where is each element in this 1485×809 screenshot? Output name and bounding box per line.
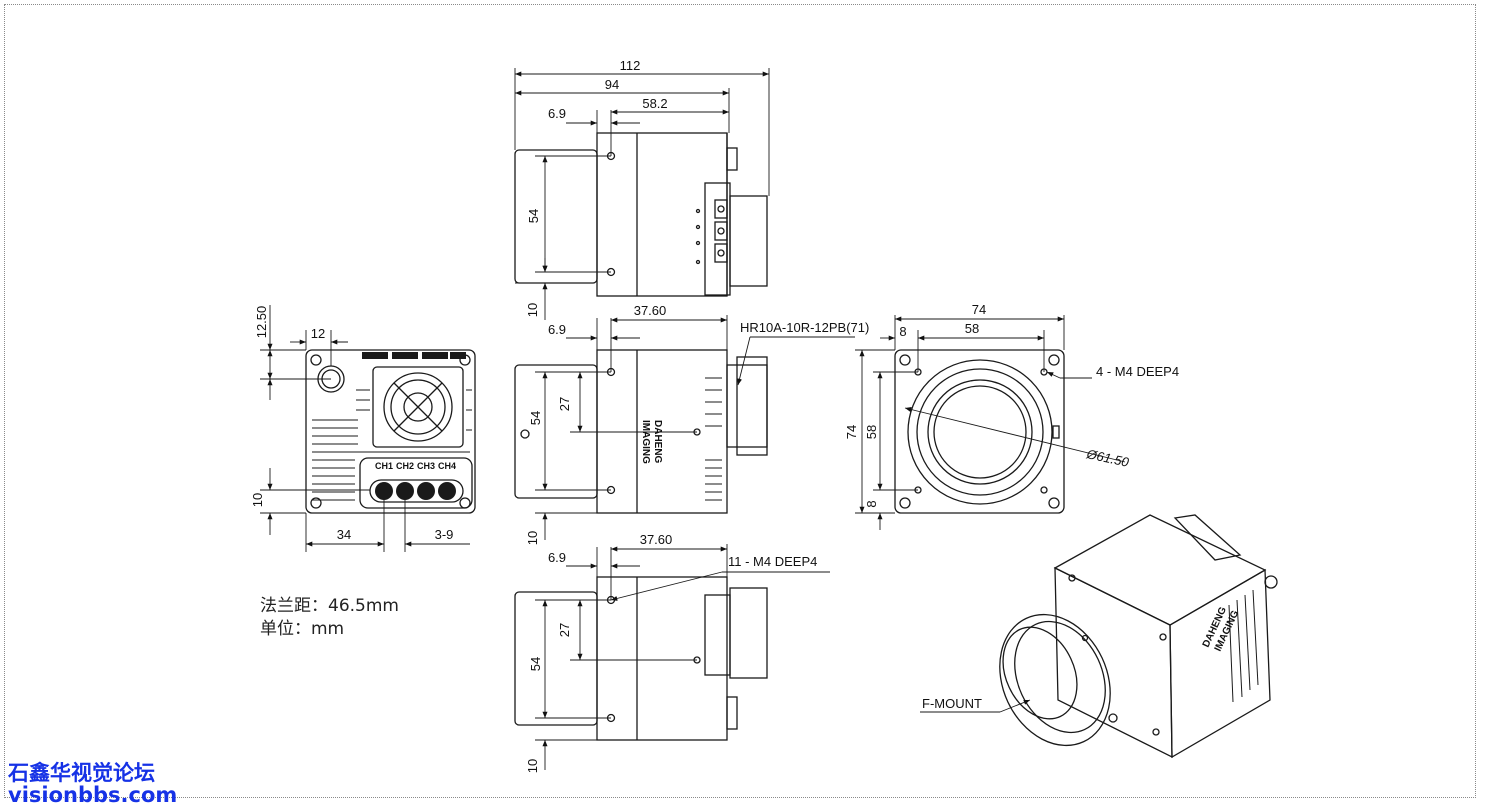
dim-34: 34 bbox=[337, 527, 351, 542]
dim-37-60: 37.60 bbox=[640, 532, 673, 547]
dim-74-height: 74 bbox=[844, 425, 859, 439]
dim-54: 54 bbox=[528, 657, 543, 671]
top-view bbox=[514, 68, 770, 320]
dim-12: 12 bbox=[311, 326, 325, 341]
front-view bbox=[855, 315, 1126, 530]
channel-label: CH2 bbox=[396, 461, 414, 471]
dim-10: 10 bbox=[525, 303, 540, 317]
isometric-view-labels: F-MOUNT DAHENG IMAGING bbox=[922, 605, 1241, 711]
dim-112: 112 bbox=[620, 58, 641, 73]
dim-8-height: 8 bbox=[864, 500, 879, 507]
isometric-view bbox=[920, 514, 1278, 759]
dim-10: 10 bbox=[525, 531, 540, 545]
bottom-view-labels: 37.60 6.9 11 - M4 DEEP4 54 27 10 bbox=[525, 532, 817, 773]
channel-label: CH1 bbox=[375, 461, 393, 471]
dim-58-width: 58 bbox=[965, 321, 979, 336]
dim-6-9: 6.9 bbox=[548, 106, 566, 121]
dim-54: 54 bbox=[528, 411, 543, 425]
channel-label: CH3 bbox=[417, 461, 435, 471]
dim-8-width: 8 bbox=[899, 324, 906, 339]
mount-label: F-MOUNT bbox=[922, 696, 982, 711]
rear-view bbox=[260, 305, 476, 552]
watermark-url: visionbbs.com bbox=[8, 783, 178, 807]
front-holes-label: 4 - M4 DEEP4 bbox=[1096, 364, 1179, 379]
rear-view-labels: 12.50 12 10 34 3-9 CH1 CH2 CH3 CH4 bbox=[250, 306, 456, 542]
brand-logo: DAHENG IMAGING bbox=[640, 420, 663, 464]
dim-27: 27 bbox=[557, 623, 572, 637]
drawing-frame bbox=[4, 4, 1476, 798]
side-view bbox=[514, 315, 855, 540]
channel-label: CH4 bbox=[438, 461, 456, 471]
dim-37-60: 37.60 bbox=[634, 303, 667, 318]
connector-label: HR10A-10R-12PB(71) bbox=[740, 320, 869, 335]
flange-distance-note: 法兰距：46.5mm bbox=[260, 596, 399, 616]
dim-10: 10 bbox=[250, 493, 265, 507]
bottom-view bbox=[514, 544, 830, 770]
unit-note: 单位：mm bbox=[260, 619, 345, 639]
brand-line2: IMAGING bbox=[640, 420, 651, 464]
dim-74-width: 74 bbox=[972, 302, 986, 317]
side-view-labels: 37.60 6.9 HR10A-10R-12PB(71) 54 27 10 DA… bbox=[525, 303, 869, 545]
dim-6-9: 6.9 bbox=[548, 322, 566, 337]
dim-58-2: 58.2 bbox=[642, 96, 667, 111]
dim-58-height: 58 bbox=[864, 425, 879, 439]
front-view-labels: 74 58 8 74 58 8 4 - M4 DEEP4 Ø61.50 bbox=[844, 302, 1179, 508]
dim-27: 27 bbox=[557, 397, 572, 411]
dim-94: 94 bbox=[605, 77, 619, 92]
watermark-title: 石鑫华视觉论坛 bbox=[8, 761, 155, 785]
dim-54: 54 bbox=[526, 209, 541, 223]
holes-label: 11 - M4 DEEP4 bbox=[728, 554, 817, 569]
top-view-labels: 112 94 58.2 6.9 54 10 bbox=[525, 58, 668, 317]
brand-line1: DAHENG bbox=[652, 420, 663, 464]
dim-6-9: 6.9 bbox=[548, 550, 566, 565]
dim-3-9: 3-9 bbox=[435, 527, 454, 542]
dim-10: 10 bbox=[525, 759, 540, 773]
dim-12-50: 12.50 bbox=[254, 306, 269, 339]
rear-view-ports bbox=[362, 352, 466, 500]
diameter-label: Ø61.50 bbox=[1084, 446, 1131, 470]
